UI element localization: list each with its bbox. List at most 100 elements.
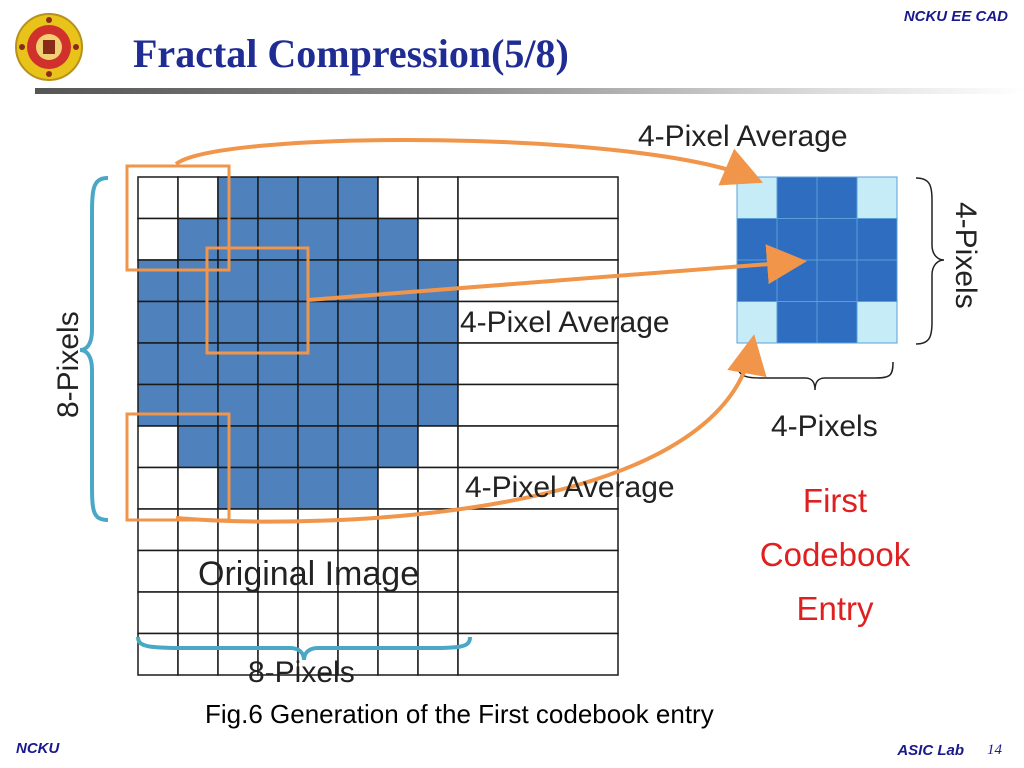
title-divider	[35, 88, 1024, 94]
pixel-cell	[217, 300, 259, 344]
entry-line-2: Codebook	[759, 536, 911, 573]
pixel-cell	[177, 466, 219, 510]
pixel-cell	[137, 383, 179, 427]
pixel-cell	[417, 383, 459, 427]
pixel-cell	[457, 217, 619, 261]
pixel-cell	[417, 259, 459, 303]
pixel-cell	[137, 217, 179, 261]
codebook-cell	[736, 176, 778, 219]
pixel-cell	[257, 176, 299, 220]
pixel-cell	[177, 632, 219, 676]
entry-line-1: First	[802, 482, 868, 519]
pixel-cell	[457, 508, 619, 552]
pixel-cell	[257, 591, 299, 635]
pixel-cell	[417, 217, 459, 261]
pixel-cell	[457, 466, 619, 510]
pixel-cell	[377, 342, 419, 386]
pixel-cell	[417, 300, 459, 344]
pixel-cell	[417, 176, 459, 220]
pixel-cell	[217, 425, 259, 469]
pixel-cell	[217, 466, 259, 510]
pixel-cell	[177, 549, 219, 593]
arrow-middle	[307, 244, 807, 302]
codebook-cell	[736, 301, 778, 344]
pixel-cell	[297, 300, 339, 344]
pixel-cell	[217, 259, 259, 303]
pixel-cell	[297, 342, 339, 386]
university-seal-icon	[14, 12, 84, 82]
pixel-cell	[377, 176, 419, 220]
pixel-cell	[337, 508, 379, 552]
codebook-cell	[816, 259, 858, 302]
pixel-cell	[457, 632, 619, 676]
pixel-cell	[377, 591, 419, 635]
footer-lab: ASIC Lab	[897, 742, 964, 759]
codebook-cell	[816, 301, 858, 344]
codebook-cell	[856, 259, 898, 302]
pixel-cell	[377, 383, 419, 427]
pixel-cell	[337, 217, 379, 261]
pixel-cell	[297, 383, 339, 427]
pixel-cell	[457, 591, 619, 635]
codebook-cell	[816, 176, 858, 219]
codebook-cell	[816, 218, 858, 261]
pixel-cell	[417, 632, 459, 676]
pixel-cell	[137, 425, 179, 469]
entry-line-3: Entry	[796, 590, 874, 627]
bottom-brace	[136, 636, 472, 661]
highlight-box-middle	[205, 246, 310, 355]
arrow-top	[174, 138, 764, 186]
pixel-cell	[457, 549, 619, 593]
pixel-cell	[257, 425, 299, 469]
pixel-cell	[337, 176, 379, 220]
pixel-cell	[417, 549, 459, 593]
codebook-brace	[736, 361, 894, 391]
codebook-cell	[736, 218, 778, 261]
pixel-cell	[257, 217, 299, 261]
label-codebook-dimension: 4-Pixels	[771, 410, 878, 443]
pixel-cell	[457, 342, 619, 386]
codebook-cell	[776, 176, 818, 219]
original-image-grid	[137, 176, 619, 676]
pixel-cell	[257, 300, 299, 344]
pixel-cell	[137, 466, 179, 510]
pixel-cell	[177, 591, 219, 635]
pixel-cell	[257, 259, 299, 303]
pixel-cell	[297, 591, 339, 635]
label-original-image: Original Image	[198, 555, 420, 593]
pixel-cell	[217, 591, 259, 635]
pixel-cell	[177, 508, 219, 552]
pixel-cell	[137, 176, 179, 220]
left-brace	[79, 176, 109, 522]
pixel-cell	[297, 466, 339, 510]
pixel-cell	[257, 466, 299, 510]
pixel-cell	[257, 342, 299, 386]
pixel-cell	[337, 383, 379, 427]
pixel-cell	[137, 632, 179, 676]
pixel-cell	[137, 259, 179, 303]
pixel-cell	[137, 342, 179, 386]
highlight-box-top	[125, 164, 231, 272]
page-title: Fractal Compression(5/8)	[133, 31, 569, 76]
arrow-bottom	[175, 334, 767, 524]
pixel-cell	[377, 300, 419, 344]
pixel-cell	[417, 508, 459, 552]
label-right-dimension: 4-Pixels	[949, 202, 982, 309]
pixel-cell	[137, 549, 179, 593]
pixel-cell	[257, 383, 299, 427]
pixel-cell	[217, 508, 259, 552]
label-middle-average: 4-Pixel Average	[460, 306, 670, 339]
codebook-grid	[736, 176, 898, 344]
codebook-cell	[856, 301, 898, 344]
pixel-cell	[377, 549, 419, 593]
figure-caption: Fig.6 Generation of the First codebook e…	[205, 699, 714, 729]
pixel-cell	[377, 217, 419, 261]
pixel-cell	[177, 425, 219, 469]
pixel-cell	[297, 217, 339, 261]
label-top-average: 4-Pixel Average	[638, 120, 848, 153]
codebook-cell	[776, 259, 818, 302]
pixel-cell	[217, 176, 259, 220]
pixel-cell	[337, 425, 379, 469]
pixel-cell	[177, 259, 219, 303]
pixel-cell	[337, 591, 379, 635]
